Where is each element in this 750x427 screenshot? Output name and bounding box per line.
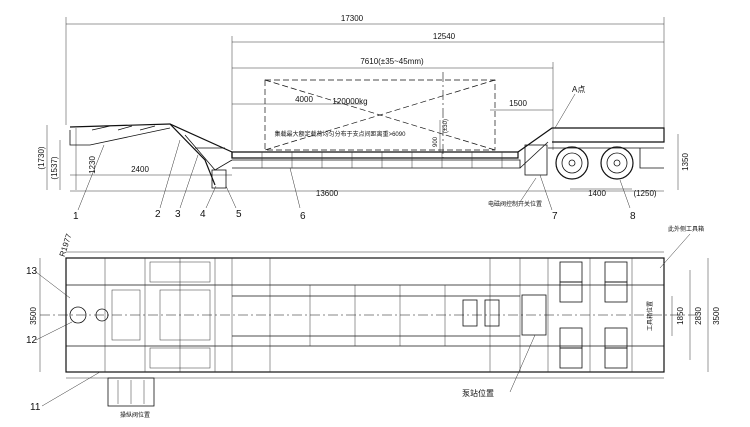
callout-4: 4 [200,209,206,220]
dim-deck-length: 12540 [433,32,456,41]
dim-front-radius: R1977 [58,232,74,258]
valve-switch-label: 电磁阀控制开关位置 [488,200,542,208]
dim-wheel-dia: (1250) [633,189,656,198]
side-view-trailer: 120000kg 集载最大额定载荷均匀分布于支点间距离重>6090 [69,72,665,208]
load-envelope [264,79,496,151]
dim-main-length: 13600 [316,189,339,198]
control-position-label: 操纵阀位置 [120,411,150,419]
dim-width-mid: 2830 [694,307,703,325]
dim-total-width-left: 3500 [29,307,38,325]
dim-width-inner: 1850 [676,307,685,325]
callout-2: 2 [155,209,161,220]
point-a-label: A点 [572,85,585,94]
dim-load-center: 4000 [295,95,313,104]
plan-view-callouts: 13 12 11 [26,266,101,413]
callout-5: 5 [236,209,242,220]
dim-gooseneck-length: 2400 [131,165,149,174]
callout-3: 3 [175,209,181,220]
outer-toolbox-label: 此外侧工具箱 [668,225,704,233]
dim-deck-height: 900 [433,136,439,147]
dim-axle-spacing: 1400 [588,189,606,198]
callout-6: 6 [300,211,306,222]
toolbox-label: 工具箱位置 [646,301,654,331]
dim-width-outer: 3500 [712,307,721,325]
callout-1: 1 [73,211,79,222]
dim-height-gooseneck: 1230 [88,156,97,174]
dim-height-left-inner: (1537) [50,156,59,179]
plan-view: 3500 1850 2830 3500 R1977 泵站位置 工具箱位置 此外侧… [29,225,721,419]
callout-13: 13 [26,266,38,277]
side-view-dimensions: 17300 12540 7610(±35~45mm) 4000 1500 240… [37,14,690,198]
dim-deck-height-note: (±30) [443,119,449,133]
callout-8: 8 [630,211,636,222]
load-capacity-label: 120000kg [332,97,367,106]
load-note-label: 集载最大额定载荷均匀分布于支点间距离重>6090 [275,130,407,138]
callout-12: 12 [26,335,38,346]
dim-load-length: 7610(±35~45mm) [360,57,424,66]
control-valve-box [107,377,155,407]
side-view-callouts: 1 2 3 4 5 6 7 8 [73,139,636,222]
dim-overall-length: 17300 [341,14,364,23]
dim-height-right: 1350 [681,153,690,171]
dim-rear-offset: 1500 [509,99,527,108]
rear-wheels [555,146,634,180]
plan-wheel-sets [559,261,628,369]
callout-7: 7 [552,211,558,222]
dim-height-left: (1730) [37,146,46,169]
pump-station-label: 泵站位置 [462,388,494,398]
callout-11: 11 [30,402,41,413]
